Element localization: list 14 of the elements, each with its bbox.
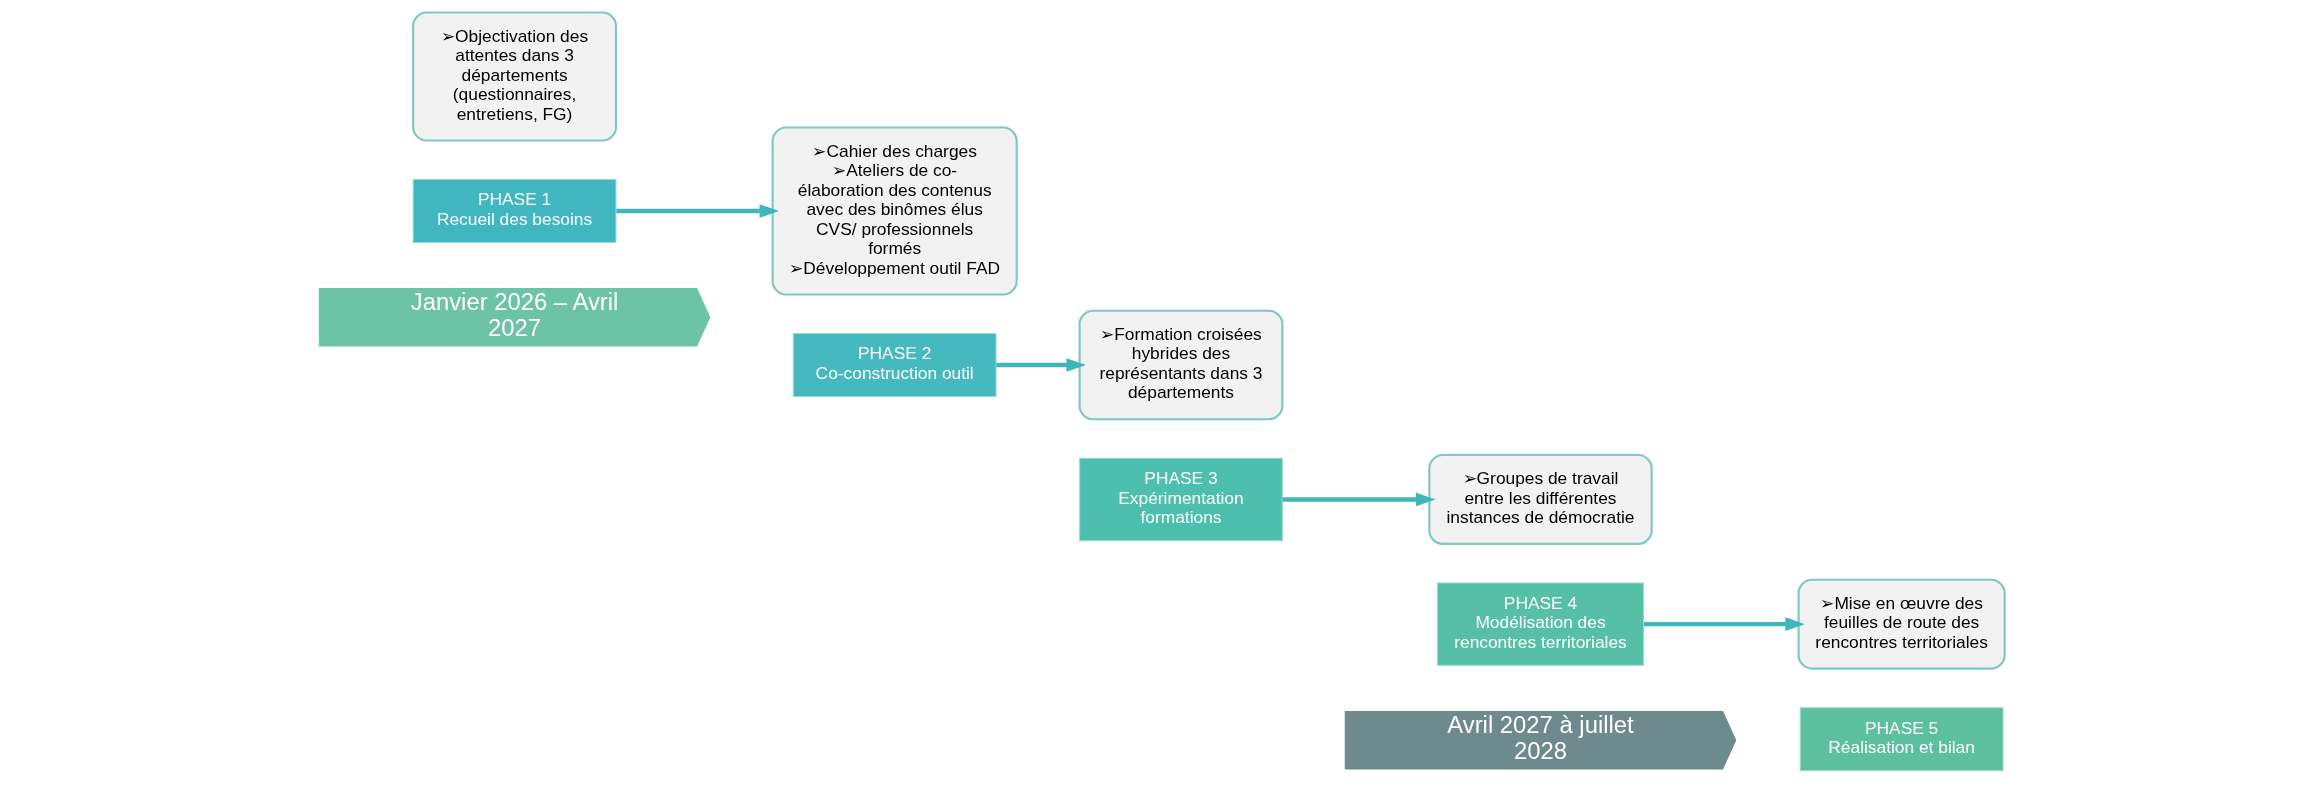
node-box: PHASE 4 Modélisation des rencontres territoriales xyxy=(1436,582,1644,666)
node-box: PHASE 5 Réalisation et bilan xyxy=(1799,707,2004,772)
arrow xyxy=(615,204,779,218)
arrow xyxy=(995,358,1086,372)
node-box: PHASE 2 Co-construction outil xyxy=(792,333,997,397)
node-box: ➢Objectivation des attentes dans 3 départements (questionnaires, entretiens, FG) xyxy=(411,11,617,142)
node-box: ➢Mise en œuvre des feuilles de route des rencontres territoriales xyxy=(1797,578,2006,670)
node-box: PHASE 3 Expérimentation formations xyxy=(1078,457,1283,542)
node-box: PHASE 1 Recueil des besoins xyxy=(412,179,616,243)
node-box: ➢Cahier des charges ➢Ateliers de co-élaboration des contenus avec des binômes élus CVS/ professionnels formés ➢Développement outil FAD xyxy=(771,126,1018,296)
node-box: ➢Formation croisées hybrides des représentants dans 3 départements xyxy=(1078,309,1283,421)
arrow xyxy=(1282,492,1436,507)
node-box: ➢Groupes de travail entre les différentes instances de démocratie xyxy=(1427,453,1653,545)
arrow xyxy=(1643,617,1805,632)
